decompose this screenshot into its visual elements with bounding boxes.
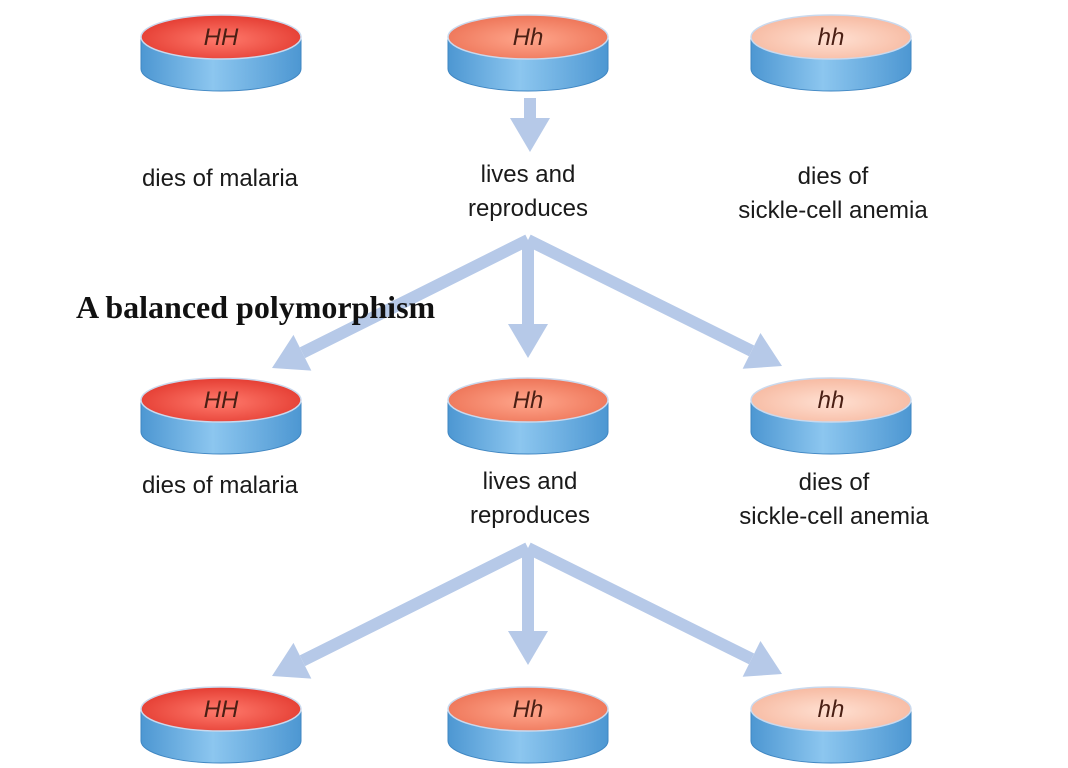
disk-top	[140, 377, 302, 423]
fate-hh-row1: dies of sickle-cell anemia	[703, 160, 963, 228]
disk-top	[447, 686, 609, 732]
arrow-shaft	[299, 542, 531, 667]
genotype-label: HH	[204, 696, 239, 723]
genotype-label: Hh	[513, 24, 544, 51]
disk-top	[750, 14, 912, 60]
genotype-label: hh	[818, 696, 845, 723]
arrow-head	[742, 640, 782, 677]
genotype-label: Hh	[513, 387, 544, 414]
fate-line: dies of malaria	[141, 165, 299, 192]
disk-Hh-row3: Hh	[447, 686, 609, 764]
arrow-to-HH-row3	[272, 542, 531, 679]
genotype-label: HH	[204, 24, 239, 51]
genotype-label: HH	[204, 387, 239, 414]
disk-top	[750, 377, 912, 423]
arrows-layer	[272, 98, 782, 679]
disk-top	[140, 686, 302, 732]
disk-top	[750, 686, 912, 732]
disk-HH-row2: HH	[140, 377, 302, 455]
arrow-to-hh-row3	[525, 542, 782, 677]
arrow-shaft	[525, 542, 755, 665]
arrow-head	[508, 631, 548, 665]
arrow-to-Hh-row3	[508, 548, 548, 665]
disk-top	[447, 14, 609, 60]
disk-HH-row1: HH	[140, 14, 302, 92]
arrow-shaft	[299, 234, 531, 359]
arrow-head	[742, 332, 782, 369]
arrow-to-HH-row2	[272, 234, 531, 371]
arrow-down-row1	[510, 98, 550, 152]
arrow-head	[272, 642, 312, 679]
fate-line: reproduces	[467, 195, 589, 222]
fate-line: reproduces	[469, 502, 591, 529]
disk-Hh-row2: Hh	[447, 377, 609, 455]
arrow-to-Hh-row2	[508, 240, 548, 358]
fate-line: lives and	[480, 161, 576, 188]
fate-line: dies of malaria	[141, 472, 299, 499]
disk-top	[140, 14, 302, 60]
arrow-head	[508, 324, 548, 358]
fate-line: lives and	[482, 468, 578, 495]
fate-hh-row2: dies of sickle-cell anemia	[704, 466, 964, 534]
fate-line: sickle-cell anemia	[738, 197, 928, 224]
arrow-to-hh-row2	[525, 234, 782, 369]
disk-hh-row3: hh	[750, 686, 912, 764]
fate-Hh-row2: lives and reproduces	[410, 465, 650, 533]
fate-HH-row1: dies of malaria	[100, 162, 340, 196]
genotype-label: Hh	[513, 696, 544, 723]
fate-Hh-row1: lives and reproduces	[408, 158, 648, 226]
arrow-head	[272, 334, 312, 371]
disk-hh-row1: hh	[750, 14, 912, 92]
arrow-shaft	[525, 234, 755, 357]
diagram-title: A balanced polymorphism	[76, 289, 436, 326]
disk-hh-row2: hh	[750, 377, 912, 455]
fate-HH-row2: dies of malaria	[100, 469, 340, 503]
fate-line: dies of	[798, 469, 870, 496]
disk-top	[447, 377, 609, 423]
disk-HH-row3: HH	[140, 686, 302, 764]
fate-line: sickle-cell anemia	[739, 503, 929, 530]
genotype-label: hh	[818, 387, 845, 414]
arrow-head	[510, 118, 550, 152]
genotype-label: hh	[818, 24, 845, 51]
disk-Hh-row1: Hh	[447, 14, 609, 92]
fate-line: dies of	[797, 163, 869, 190]
